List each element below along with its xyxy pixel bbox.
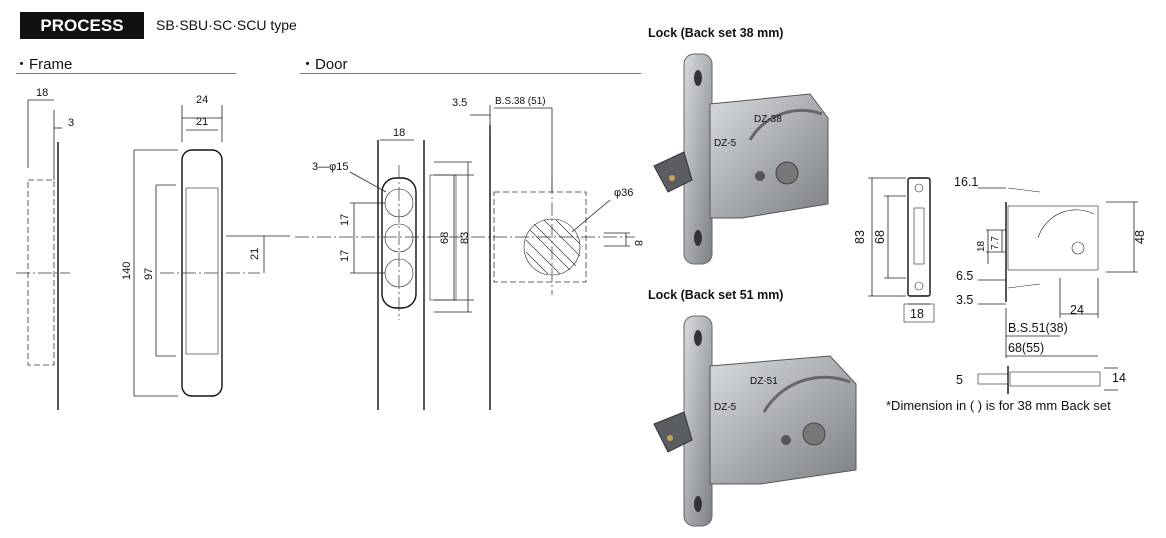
frame-cutout: [27, 179, 55, 366]
door-drawing: 18 3—φ15 17 17 68 83 3.5 B.S.38 (51) φ36…: [295, 96, 644, 410]
dim-83: 83: [459, 232, 471, 244]
lock51-stamp: DZ-5: [714, 402, 737, 413]
lock-dim-7-7: 7.7: [990, 236, 1001, 250]
lock38-title: Lock (Back set 38 mm): [648, 26, 784, 40]
lock-dim-3-5: 3.5: [956, 293, 973, 307]
frame-section-title: ・Frame: [14, 56, 73, 73]
lock-body-cutout: [493, 191, 587, 283]
lock38-stamp: DZ-5: [714, 138, 737, 149]
phi36-label: φ36: [614, 187, 633, 199]
backset-note: *Dimension in ( ) is for 38 mm Back set: [886, 398, 1111, 413]
dim-17a: 17: [339, 214, 351, 226]
lock-dim-83: 83: [853, 230, 867, 244]
lock51-plate: DZ-51: [750, 376, 778, 387]
frame-drawing: 18 3 24 21 140 97 21: [16, 87, 290, 410]
holes-label: 3—φ15: [312, 161, 349, 173]
type-subtitle: SB·SBU·SC·SCU type: [156, 17, 297, 33]
lock-dim-18b: 18: [976, 240, 987, 252]
dim-21: 21: [196, 116, 208, 128]
lock-case: [1007, 205, 1099, 271]
face-plate: [907, 177, 931, 297]
lock38-plate: DZ-38: [754, 114, 782, 125]
lock-dim-16-1: 16.1: [954, 175, 978, 189]
door-dim-3-5: 3.5: [452, 97, 467, 109]
door-dim-18: 18: [393, 127, 405, 139]
lock51-title: Lock (Back set 51 mm): [648, 288, 784, 302]
lock-dim-14: 14: [1112, 371, 1126, 385]
lock51-photo: DZ-51 DZ-5: [653, 315, 857, 527]
process-badge: PROCESS: [20, 12, 144, 39]
dim-24: 24: [196, 94, 208, 106]
lock-dim-48: 48: [1133, 230, 1147, 244]
lock-dim-68-55: 68(55): [1008, 341, 1044, 355]
lock-backset: B.S.51(38): [1008, 321, 1068, 335]
lock-dim-24: 24: [1070, 303, 1084, 317]
frame-section-rule: [16, 73, 236, 74]
lock-dim-6-5: 6.5: [956, 269, 973, 283]
door-section-title: ・Door: [300, 56, 348, 73]
lock-dimension-drawing: 83 68 18 16.1 7.7 18 6.5 3.5 48 24 B.S.5…: [853, 175, 1147, 394]
hole-2: [384, 223, 414, 253]
dim-17b: 17: [339, 250, 351, 262]
dim-21-offset: 21: [249, 248, 261, 260]
dim-97: 97: [143, 268, 155, 280]
dim-8: 8: [632, 240, 644, 246]
dim-68: 68: [439, 232, 451, 244]
door-section-rule: [300, 73, 641, 74]
dim-18: 18: [36, 87, 48, 99]
dim-3: 3: [68, 117, 74, 129]
backset-label: B.S.38 (51): [495, 96, 546, 107]
dim-140: 140: [121, 262, 133, 280]
lock-dim-5: 5: [956, 373, 963, 387]
lock38-photo: DZ-38 DZ-5: [653, 53, 829, 265]
lock-dim-18: 18: [910, 307, 924, 321]
lock-dim-68: 68: [873, 230, 887, 244]
